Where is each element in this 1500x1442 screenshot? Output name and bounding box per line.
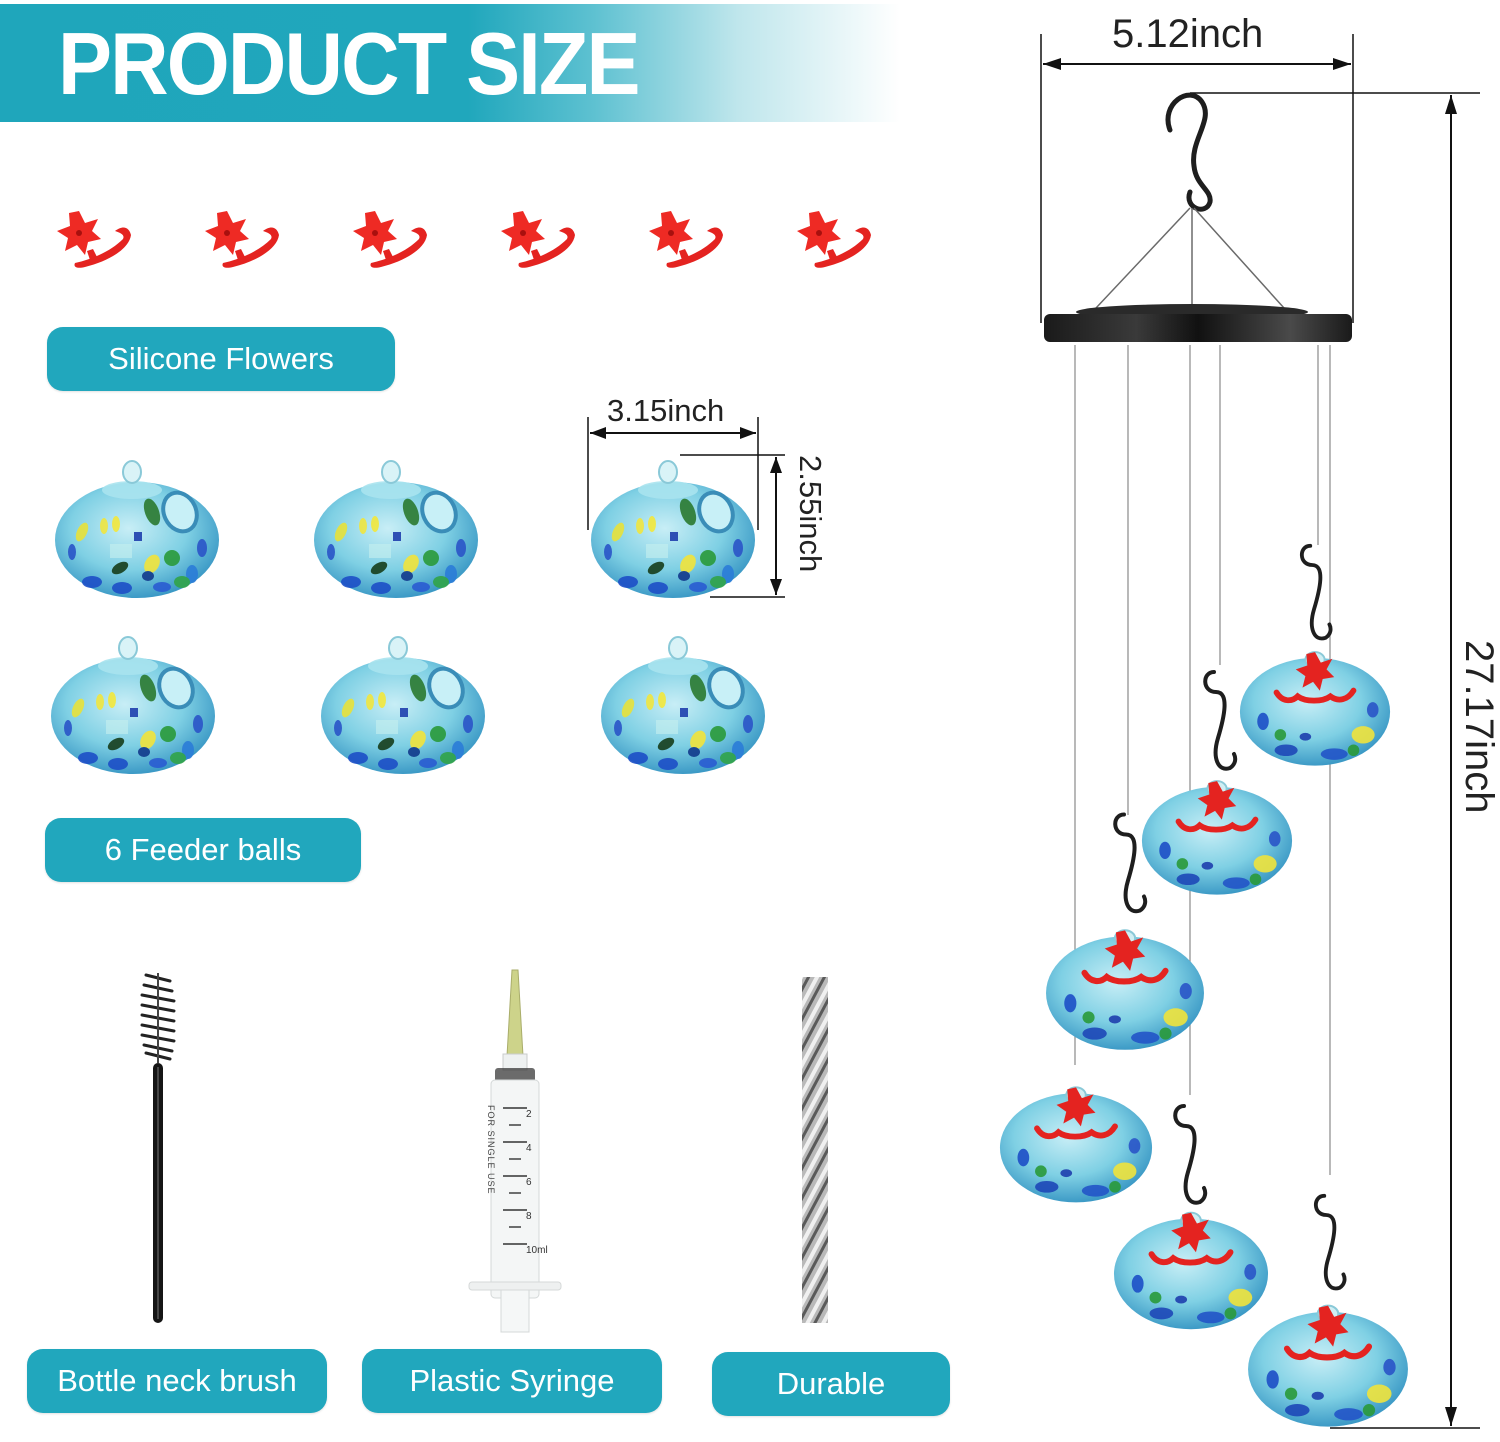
label-text: Silicone Flowers (108, 341, 334, 376)
hanging-feeder-icon (998, 1075, 1154, 1207)
silicone-flower-icon (341, 205, 433, 275)
hanging-hook-and-disc (1044, 92, 1352, 342)
label-bottle-brush: Bottle neck brush (27, 1349, 327, 1413)
glass-feeder-ball-icon (48, 628, 218, 778)
glass-feeder-ball-icon (52, 452, 222, 602)
silicone-flower-icon (785, 205, 877, 275)
silicone-flower-icon (637, 205, 729, 275)
scale-mark: 10ml (526, 1245, 548, 1256)
s-hook-icon (1310, 1192, 1350, 1307)
ball-height-label: 2.55inch (793, 455, 828, 573)
hanging-feeder-icon (1044, 918, 1206, 1054)
label-text: Durable (776, 1366, 886, 1401)
page-title: PRODUCT SIZE (58, 14, 641, 113)
label-durable: Durable (712, 1352, 950, 1416)
label-plastic-syringe: Plastic Syringe (362, 1349, 662, 1413)
silicone-flower-icon (489, 205, 581, 275)
ball-dimension-lines (587, 417, 785, 598)
ball-width-label: 3.15inch (607, 393, 725, 428)
syringe-scale: 2 4 6 8 10ml (526, 1098, 548, 1268)
label-text: Plastic Syringe (409, 1363, 615, 1398)
label-text: Bottle neck brush (57, 1363, 297, 1398)
glass-feeder-ball-icon (598, 628, 768, 778)
syringe-side-text: FOR SINGLE USE (486, 1105, 496, 1195)
top-hook-icon (1165, 92, 1213, 212)
hanging-feeder-icon (1238, 640, 1392, 770)
steel-wire-icon (802, 977, 828, 1323)
label-text: 6 Feeder balls (104, 832, 302, 867)
syringe-icon (468, 969, 562, 1333)
hanging-feeder-icon (1140, 770, 1294, 898)
scale-mark: 2 (526, 1109, 532, 1120)
glass-feeder-ball-icon (318, 628, 488, 778)
scale-mark: 4 (526, 1143, 532, 1154)
bottle-brush-icon (140, 973, 176, 1323)
chime-width-dimension (1040, 34, 1354, 323)
chime-height-label: 27.17inch (1457, 640, 1500, 814)
glass-feeder-ball-icon (311, 452, 481, 602)
label-feeder-balls: 6 Feeder balls (45, 818, 361, 882)
silicone-flower-icon (193, 205, 285, 275)
chime-height-dimension (1190, 92, 1480, 1429)
header-banner: PRODUCT SIZE (0, 4, 900, 122)
silicone-flower-icon (45, 205, 137, 275)
chime-width-label: 5.12inch (1112, 12, 1264, 56)
label-silicone-flowers: Silicone Flowers (47, 327, 395, 391)
hanging-feeder-icon (1246, 1292, 1410, 1432)
scale-mark: 8 (526, 1211, 532, 1222)
scale-mark: 6 (526, 1177, 532, 1188)
